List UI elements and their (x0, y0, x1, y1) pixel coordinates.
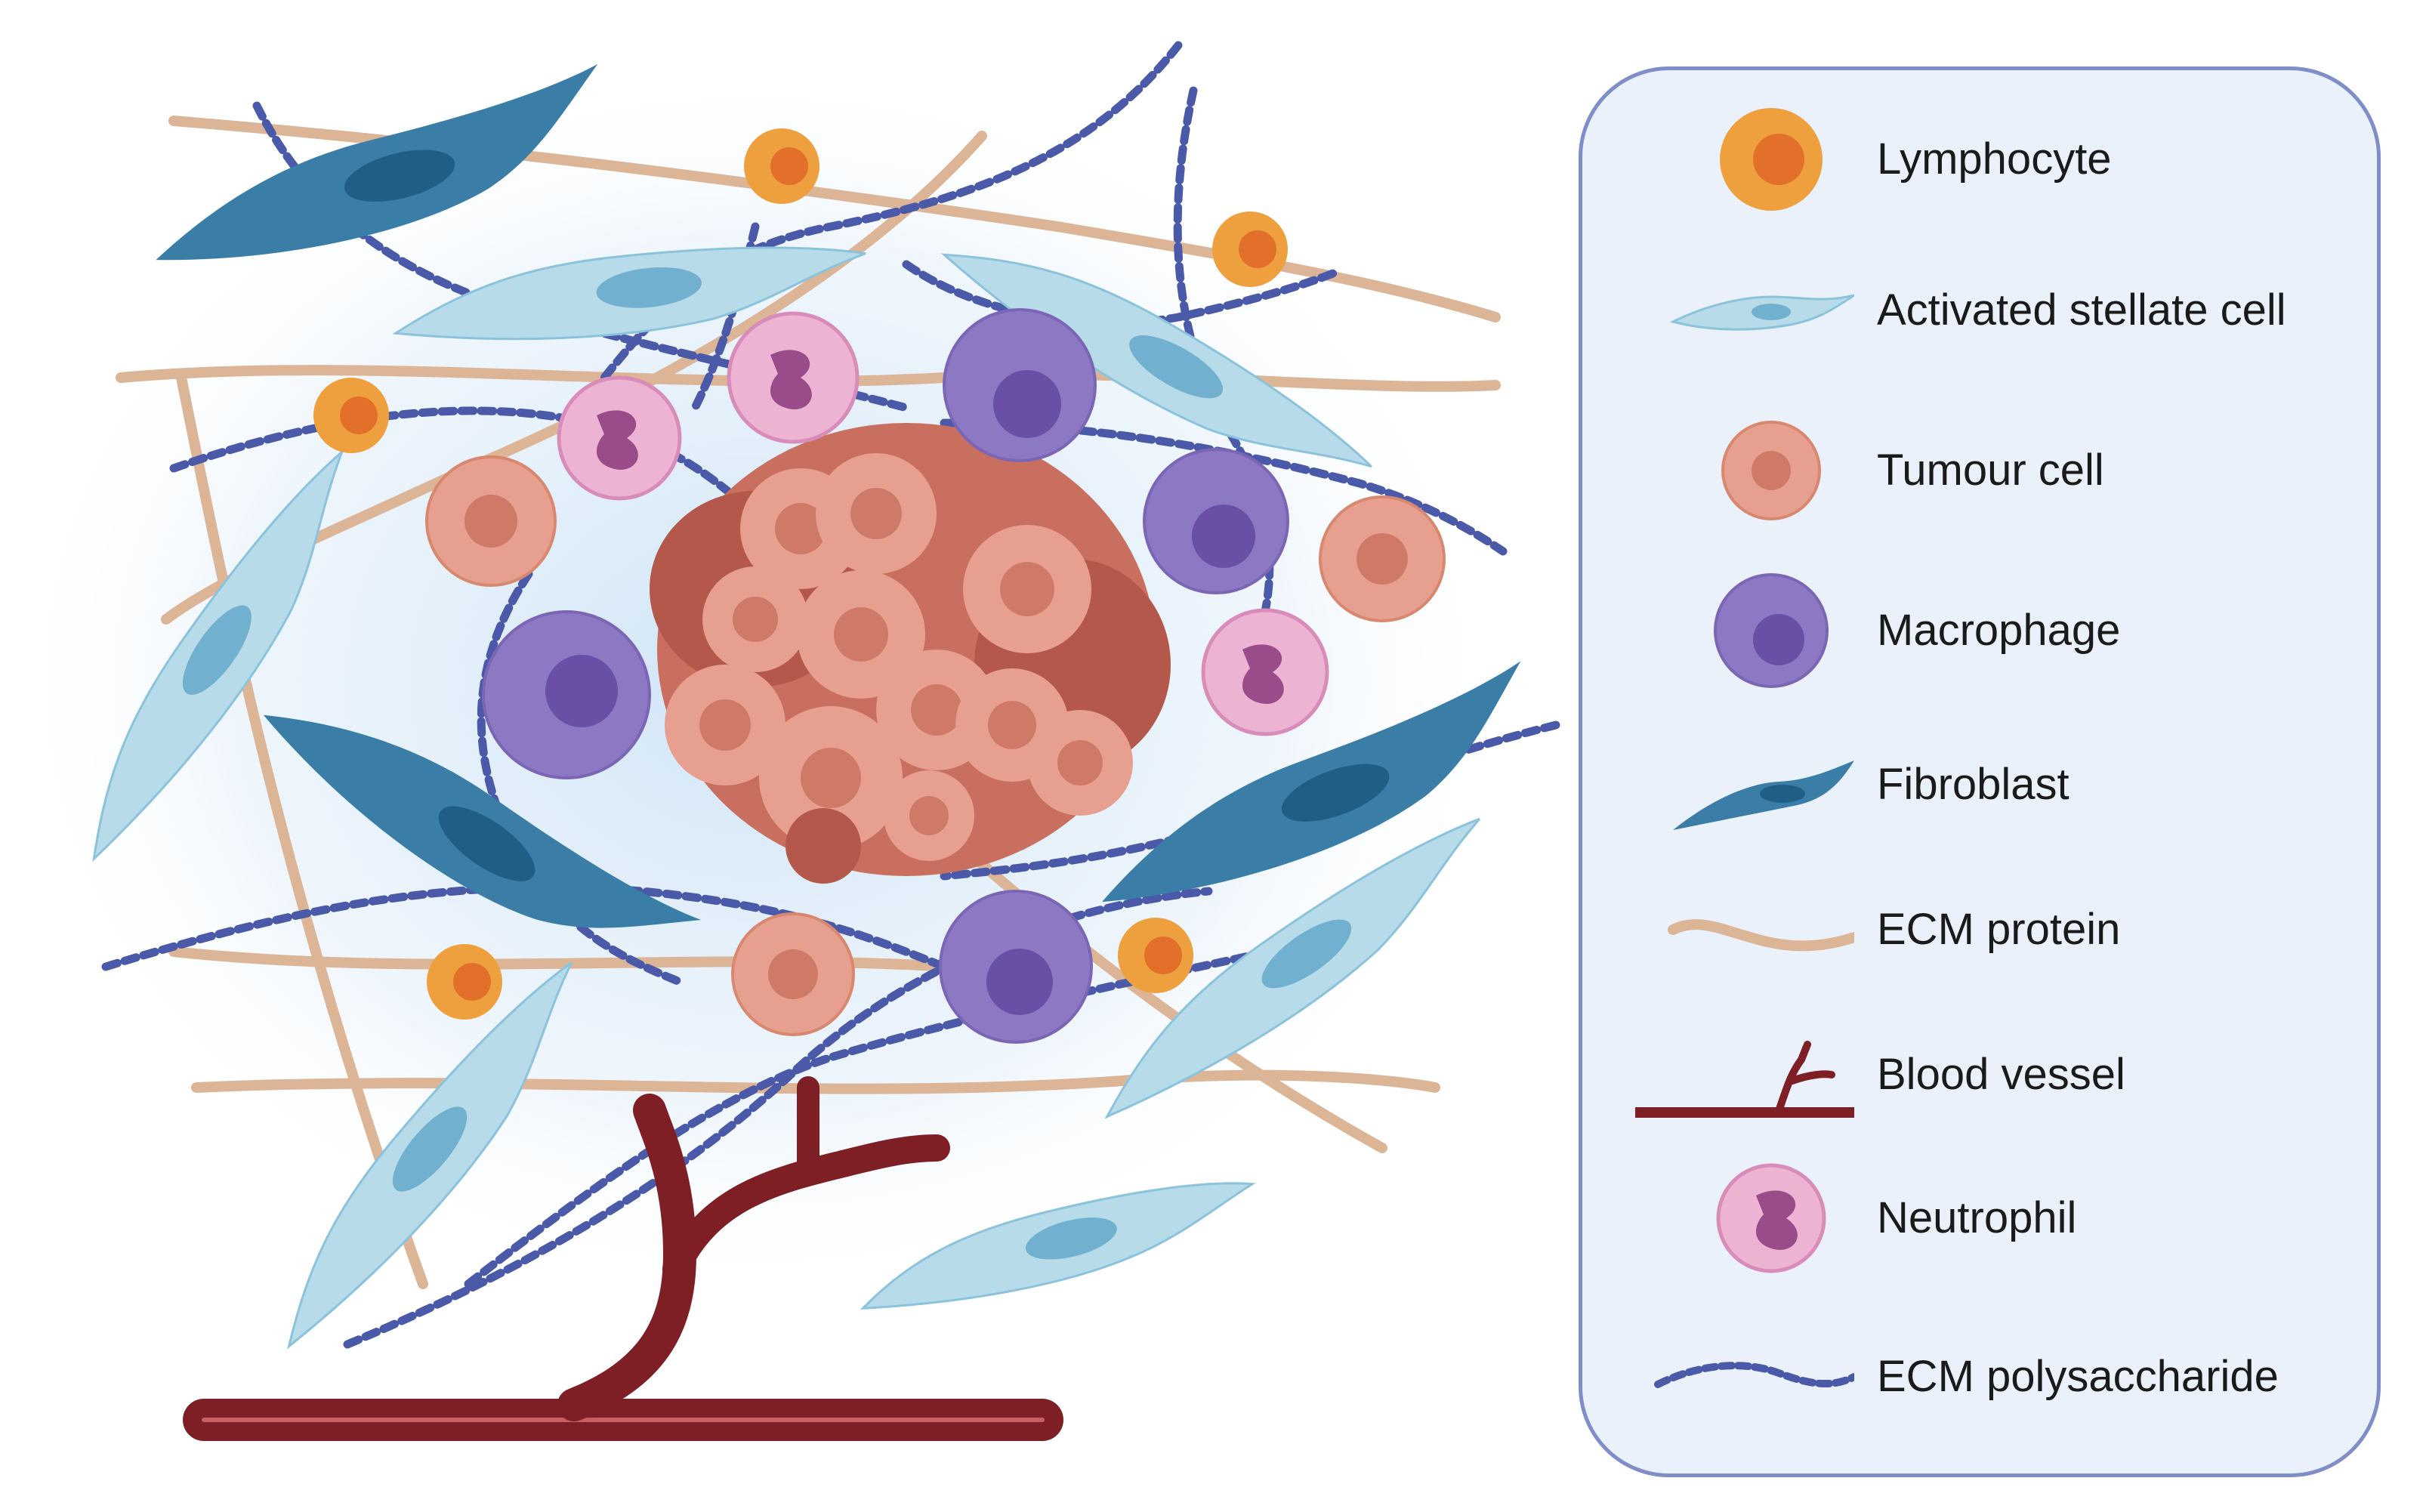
ecm-protein-fibre (176, 372, 428, 1289)
macrophage (939, 890, 1093, 1044)
legend-label: ECM polysaccharide (1877, 1352, 2279, 1401)
tumour-cell-icon (1721, 421, 1821, 520)
legend-label: Tumour cell (1877, 446, 2104, 495)
neutrophil (1201, 608, 1329, 736)
legend-panel: Lymphocyte Activated stellate cell Tumou… (1579, 66, 2381, 1477)
blood-vessel-icon (1635, 1041, 1854, 1118)
ecm-protein-fibre (116, 365, 1501, 392)
legend-label: Blood vessel (1877, 1050, 2125, 1099)
lymphocyte-icon (1720, 108, 1823, 211)
stellate-cell (860, 1182, 1256, 1310)
tumour-mass (650, 423, 1171, 884)
neutrophil (557, 375, 682, 501)
lymphocyte (427, 944, 502, 1020)
legend-item-tumour-cell: Tumour cell (1582, 410, 2377, 531)
macrophage-icon (1714, 573, 1829, 688)
legend-label: Macrophage (1877, 606, 2121, 655)
ecm-polysaccharide-chain (169, 406, 760, 518)
fibroblast (156, 63, 598, 261)
legend-label: ECM protein (1877, 905, 2121, 954)
ecm-polysaccharide-icon (1654, 1362, 1854, 1388)
lymphocyte (744, 128, 819, 204)
legend-label: Activated stellate cell (1877, 285, 2286, 335)
ecm-protein-fibre (168, 946, 1048, 980)
lymphocyte (1118, 918, 1193, 993)
macrophage (943, 308, 1097, 462)
tumour-cell (425, 455, 557, 587)
legend-label: Neutrophil (1877, 1193, 2077, 1242)
ecm-protein-fibre (939, 825, 1387, 1153)
stellate-cell-icon (1669, 294, 1854, 331)
macrophages (482, 308, 1289, 1044)
fibroblast (1101, 661, 1521, 903)
legend-item-blood-vessel: Blood vessel (1582, 1014, 2377, 1135)
tumour-mass-cells (665, 453, 1133, 884)
neutrophil (727, 311, 860, 444)
stellate-cell (287, 961, 573, 1350)
lymphocyte (313, 378, 389, 453)
stellate-cell (940, 253, 1372, 468)
lymphocyte (1212, 211, 1288, 287)
tumour-cell (1319, 495, 1446, 622)
legend-label: Fibroblast (1877, 760, 2070, 809)
stellate-cells (92, 246, 1480, 1350)
legend-item-macrophage: Macrophage (1582, 570, 2377, 691)
ecm-protein-icon (1668, 919, 1854, 952)
macrophage (482, 610, 651, 779)
legend-item-ecm-polysaccharide: ECM polysaccharide (1582, 1316, 2377, 1437)
neutrophil-icon (1716, 1163, 1826, 1273)
fibroblast (263, 714, 702, 928)
fibroblast-icon (1673, 761, 1854, 830)
legend-item-neutrophil: Neutrophil (1582, 1158, 2377, 1279)
legend-item-lymphocyte: Lymphocyte (1582, 99, 2377, 220)
stellate-cell (1104, 817, 1480, 1119)
legend-label: Lymphocyte (1877, 134, 2112, 184)
legend-item-fibroblast: Fibroblast (1582, 724, 2377, 845)
legend-item-ecm-protein: ECM protein (1582, 869, 2377, 990)
tumour-microenvironment-illustration (0, 41, 1560, 1441)
blood-vessel (183, 1076, 1063, 1441)
stellate-cell (392, 246, 866, 341)
ecm-protein-fibres (116, 116, 1501, 1289)
neutrophils (557, 311, 1329, 736)
legend-item-activated-stellate-cell: Activated stellate cell (1582, 250, 2377, 371)
tumour-cells (425, 455, 1446, 1036)
tumour-cell (731, 912, 855, 1036)
lymphocytes (313, 128, 1288, 1020)
macrophage (1143, 448, 1289, 594)
fibroblasts (156, 63, 1521, 928)
